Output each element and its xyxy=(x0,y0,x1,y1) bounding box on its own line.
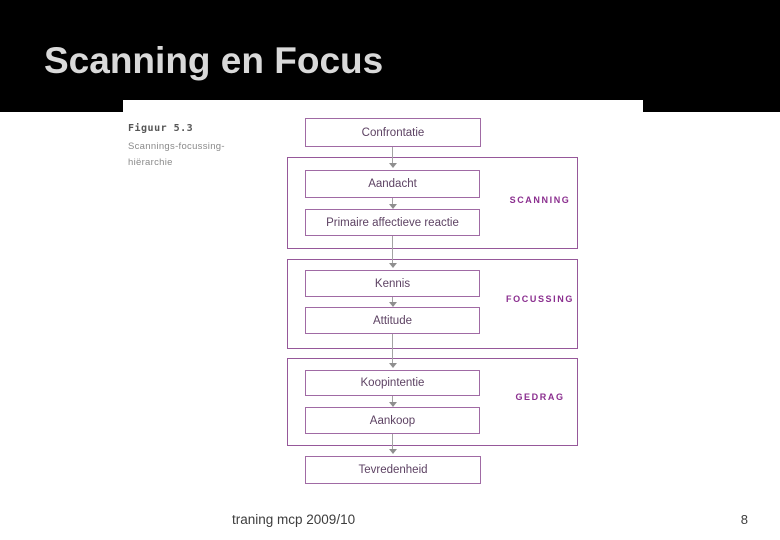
group-box-gedrag xyxy=(287,358,578,446)
title-bar xyxy=(0,0,780,112)
node-tevredenheid: Tevredenheid xyxy=(305,456,481,484)
group-label-gedrag: GEDRAG xyxy=(515,392,565,402)
arrow-head-icon xyxy=(388,263,397,268)
node-aankoop: Aankoop xyxy=(305,407,480,434)
arrow-stem xyxy=(392,198,393,204)
figure-caption: Figuur 5.3 xyxy=(128,123,194,134)
slide-title: Scanning en Focus xyxy=(44,40,384,81)
node-confrontatie: Confrontatie xyxy=(305,118,481,147)
group-box-focussing xyxy=(287,259,578,349)
arrow-stem xyxy=(392,396,393,402)
node-primaire-affectieve-reactie: Primaire affectieve reactie xyxy=(305,209,480,236)
arrow-confrontatie-to-aandacht xyxy=(388,147,397,168)
arrow-stem xyxy=(392,236,393,263)
arrow-head-icon xyxy=(388,204,397,209)
footer-text: traning mcp 2009/10 xyxy=(232,512,356,527)
arrow-aandacht-to-primaire xyxy=(388,198,397,209)
figure-subcaption-line2: hiërarchie xyxy=(128,157,173,168)
arrow-stem xyxy=(392,297,393,302)
arrow-head-icon xyxy=(388,302,397,307)
node-aandacht: Aandacht xyxy=(305,170,480,198)
arrow-stem xyxy=(392,147,393,163)
arrow-head-icon xyxy=(388,363,397,368)
node-kennis: Kennis xyxy=(305,270,480,297)
group-label-scanning: SCANNING xyxy=(509,195,571,205)
arrow-head-icon xyxy=(388,163,397,168)
figure-subcaption-line1: Scannings-focussing- xyxy=(128,141,225,152)
arrow-stem xyxy=(392,434,393,449)
node-koopintentie: Koopintentie xyxy=(305,370,480,396)
arrow-head-icon xyxy=(388,402,397,407)
arrow-primaire-to-kennis xyxy=(388,236,397,268)
arrow-kennis-to-attitude xyxy=(388,297,397,307)
arrow-stem xyxy=(392,334,393,363)
arrow-aankoop-to-tevredenheid xyxy=(388,434,397,454)
arrow-koopintentie-to-aankoop xyxy=(388,396,397,407)
node-attitude: Attitude xyxy=(305,307,480,334)
group-label-focussing: FOCUSSING xyxy=(506,294,574,304)
page-number: 8 xyxy=(740,512,748,527)
arrow-attitude-to-koopintentie xyxy=(388,334,397,368)
group-box-scanning xyxy=(287,157,578,249)
arrow-head-icon xyxy=(388,449,397,454)
